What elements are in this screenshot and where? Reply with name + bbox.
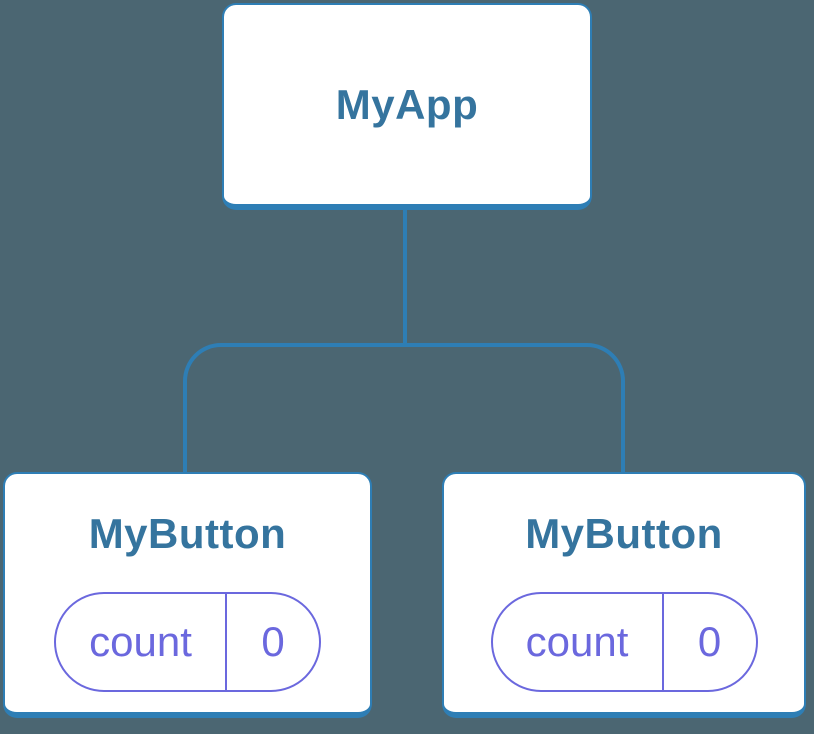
state-pill-right: count 0	[490, 592, 758, 692]
state-pill-left: count 0	[54, 592, 321, 692]
connector-bracket-line	[183, 343, 625, 472]
state-key-right: count	[493, 594, 664, 690]
component-label-mybutton-left: MyButton	[88, 510, 287, 557]
component-node-mybutton-right: MyButton count 0	[442, 472, 806, 718]
component-node-mybutton-left: MyButton count 0	[3, 472, 372, 718]
state-value-left: 0	[261, 618, 285, 665]
component-label-myapp: MyApp	[335, 80, 479, 128]
component-node-myapp: MyApp	[222, 3, 592, 210]
connector-stem-line	[403, 209, 407, 345]
state-value-right: 0	[697, 618, 722, 665]
state-key-left: count	[56, 594, 227, 690]
component-label-mybutton-right: MyButton	[525, 510, 723, 557]
